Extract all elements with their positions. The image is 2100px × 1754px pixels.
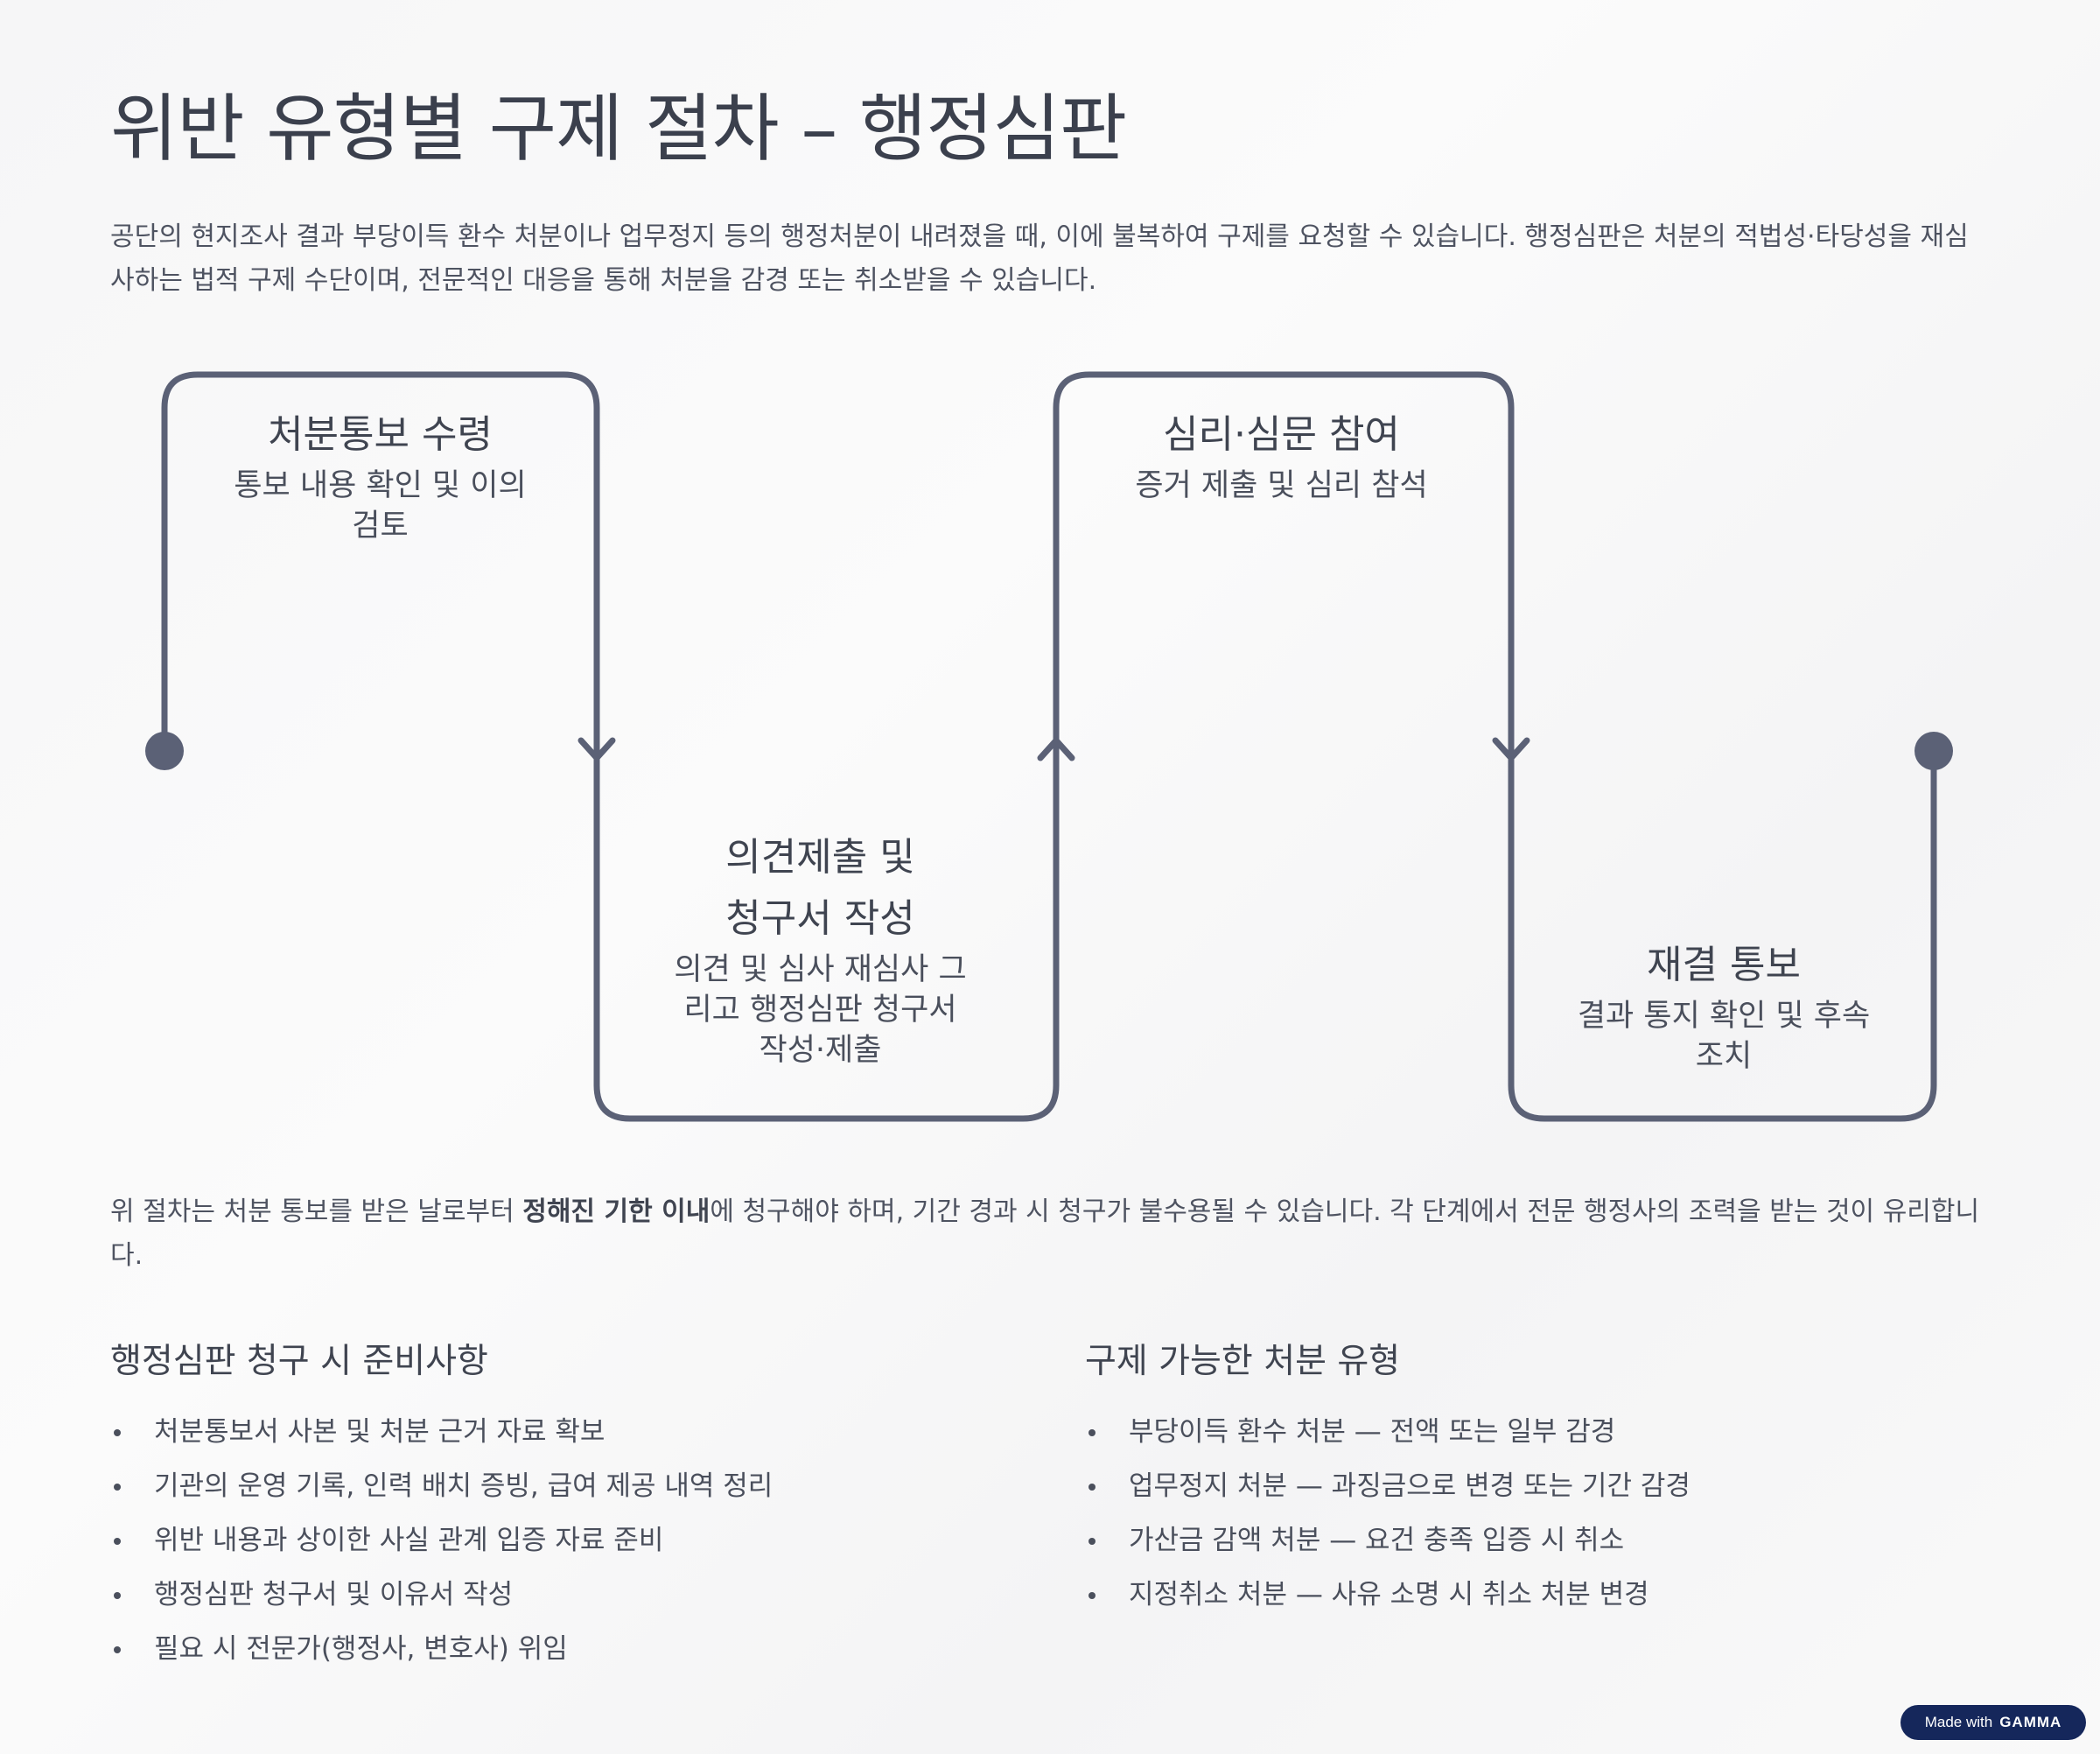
arrow-down-icon (578, 737, 616, 761)
made-with-gamma-badge[interactable]: Made with GAMMA (1900, 1705, 2086, 1740)
note-emphasis: 정해진 기한 이내 (522, 1196, 710, 1227)
list-item: 지정취소 처분 — 사유 소명 시 취소 처분 변경 (1085, 1568, 1690, 1622)
flow-connector-line (161, 371, 1937, 1122)
step-hearing: 심리·심문 참여 증거 제출 및 심리 참석 (1130, 404, 1432, 506)
step-title: 의견제출 및 청구서 작성 (725, 835, 915, 941)
prep-heading: 행정심판 청구 시 준비사항 (110, 1342, 488, 1381)
list-item: 기관의 운영 기록, 인력 배치 증빙, 급여 제공 내역 정리 (110, 1459, 773, 1513)
step-submit-opinion: 의견제출 및 청구서 작성 의견 및 심사 재심사 그리고 행정심판 청구서 작… (674, 827, 967, 1070)
types-heading: 구제 가능한 처분 유형 (1085, 1342, 1401, 1381)
badge-label: Made with (1924, 1714, 1993, 1730)
list-item: 업무정지 처분 — 과징금으로 변경 또는 기간 감경 (1085, 1459, 1690, 1513)
list-item: 가산금 감액 처분 — 요건 충족 입증 시 취소 (1085, 1513, 1690, 1568)
list-item: 부당이득 환수 처분 — 전액 또는 일부 감경 (1085, 1405, 1690, 1459)
prep-list: 처분통보서 사본 및 처분 근거 자료 확보 기관의 운영 기록, 인력 배치 … (110, 1405, 773, 1676)
step-decision-notice: 재결 통보 결과 통지 확인 및 후속조치 (1575, 935, 1872, 1077)
step-title: 처분통보 수령 (268, 412, 493, 457)
deadline-note: 위 절차는 처분 통보를 받은 날로부터 정해진 기한 이내에 청구해야 하며,… (110, 1190, 1992, 1278)
arrow-up-icon (1037, 737, 1075, 761)
arrow-down-icon (1492, 737, 1530, 761)
step-title: 재결 통보 (1647, 943, 1801, 987)
step-description: 의견 및 심사 재심사 그리고 행정심판 청구서 작성·제출 (674, 952, 967, 1068)
list-item: 필요 시 전문가(행정사, 변호사) 위임 (110, 1622, 773, 1676)
intro-paragraph: 공단의 현지조사 결과 부당이득 환수 처분이나 업무정지 등의 행정처분이 내… (110, 221, 1969, 296)
list-item: 행정심판 청구서 및 이유서 작성 (110, 1568, 773, 1622)
step-description: 통보 내용 확인 및 이의 검토 (234, 468, 527, 544)
step-title: 심리·심문 참여 (1163, 412, 1400, 457)
step-description: 결과 통지 확인 및 후속조치 (1577, 999, 1871, 1074)
flow-end-dot (1914, 732, 1953, 770)
step-receive-notice: 처분통보 수령 통보 내용 확인 및 이의 검토 (229, 404, 531, 546)
flow-start-dot (145, 732, 184, 770)
gamma-logo: GAMMA (1999, 1714, 2062, 1730)
note-text: 에 청구해야 하며, 기간 경과 시 청구가 불수용될 수 있습니다. 각 단계… (110, 1196, 1980, 1271)
process-flow-diagram (145, 371, 1953, 1122)
list-item: 위반 내용과 상이한 사실 관계 입증 자료 준비 (110, 1513, 773, 1568)
list-item: 처분통보서 사본 및 처분 근거 자료 확보 (110, 1405, 773, 1459)
page-title: 위반 유형별 구제 절차 – 행정심판 (110, 86, 1127, 172)
types-list: 부당이득 환수 처분 — 전액 또는 일부 감경 업무정지 처분 — 과징금으로… (1085, 1405, 1690, 1622)
note-text: 위 절차는 처분 통보를 받은 날로부터 (110, 1196, 523, 1227)
step-description: 증거 제출 및 심리 참석 (1135, 468, 1428, 503)
